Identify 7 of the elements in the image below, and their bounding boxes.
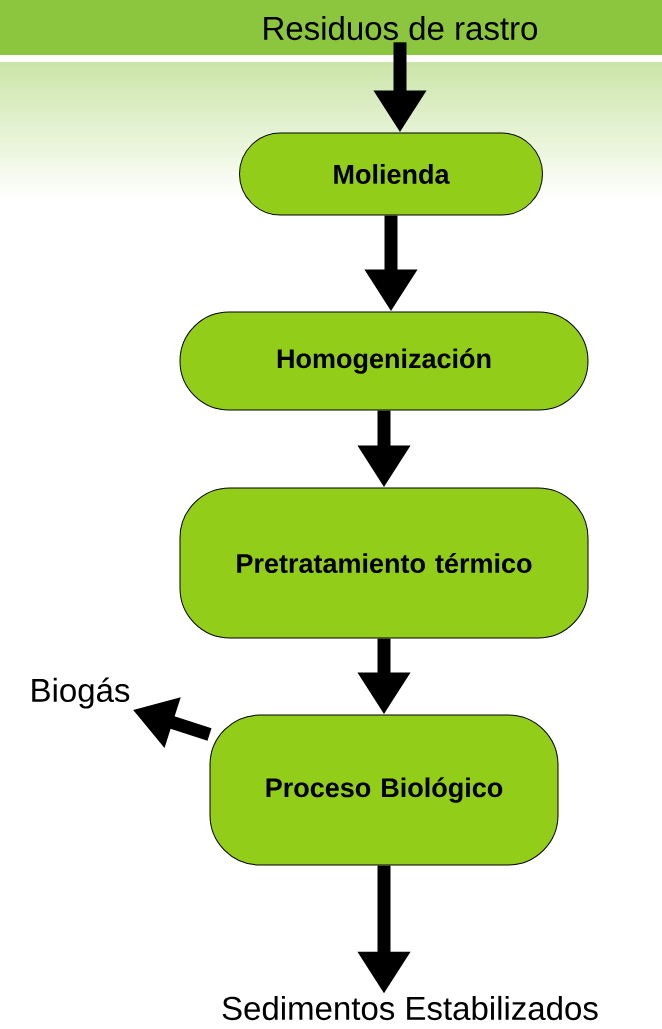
process-box: Molienda (239, 132, 543, 216)
flow-label: Sedimentos Estabilizados (222, 995, 598, 1021)
flow-label: Biogás (32, 677, 130, 709)
process-box: Proceso Biológico (209, 714, 559, 866)
process-box: Homogenización (179, 311, 589, 411)
flow-label: Residuos de rastro (264, 15, 538, 41)
process-box: Pretratamiento térmico (179, 487, 589, 639)
